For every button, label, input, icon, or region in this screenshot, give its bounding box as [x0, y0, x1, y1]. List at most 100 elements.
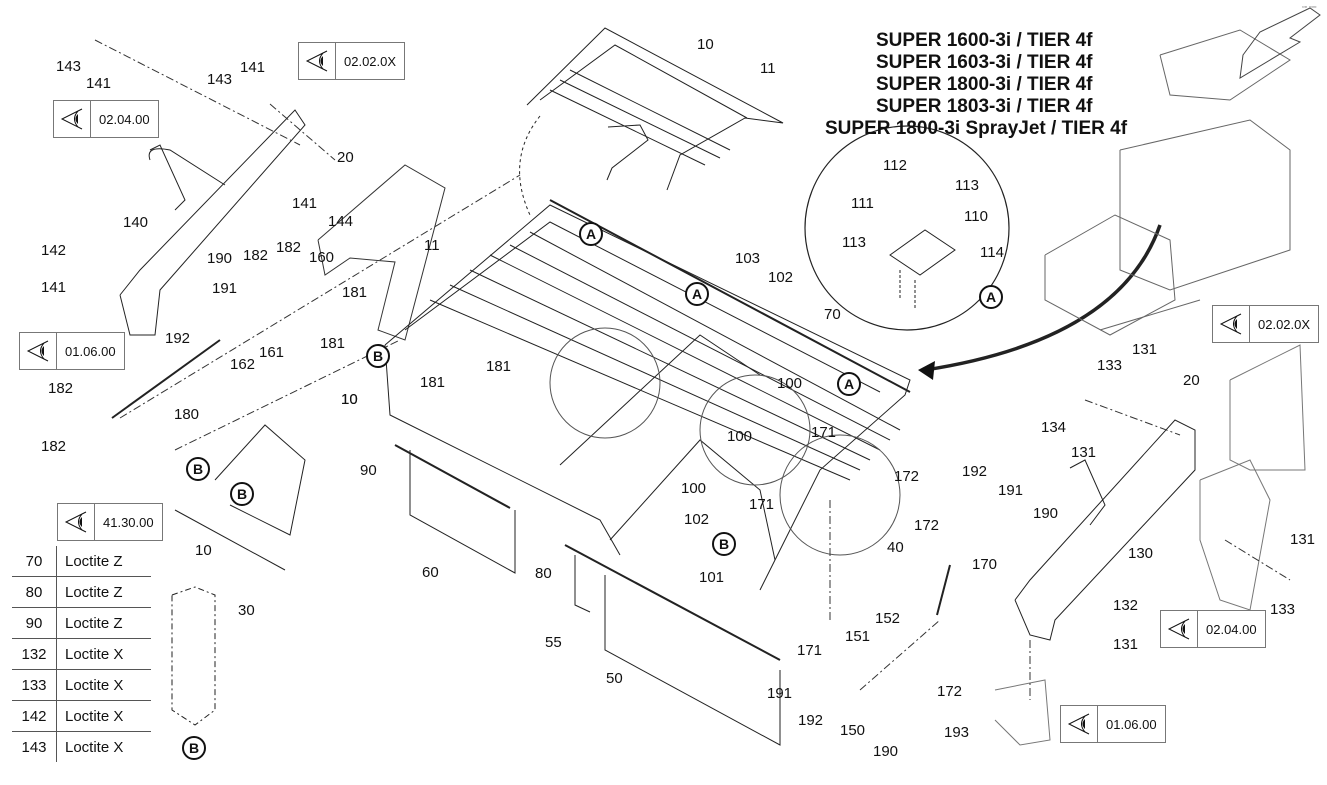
callout-10: 10: [195, 542, 212, 559]
callout-100: 100: [681, 480, 707, 497]
reference-code: 02.02.0X: [1258, 316, 1311, 332]
callout-144: 144: [328, 213, 354, 230]
compound: Loctite X: [56, 669, 151, 701]
callout-103: 103: [735, 250, 761, 267]
callout-160: 160: [309, 249, 335, 266]
callout-171: 171: [749, 496, 775, 513]
callout-110: 110: [964, 208, 988, 225]
callout-181: 181: [342, 284, 368, 301]
reference-box-01-06-00-left[interactable]: 01.06.00: [19, 332, 125, 370]
callout-70: 70: [824, 306, 841, 323]
callout-143: 143: [56, 58, 82, 75]
callout-100: 100: [727, 428, 753, 445]
callout-162: 162: [230, 356, 256, 373]
eye-view-icon: [1213, 306, 1250, 342]
detail-marker-b: B: [366, 344, 390, 368]
eye-view-icon: [1161, 611, 1198, 647]
callout-171: 171: [797, 642, 823, 659]
callout-60: 60: [422, 564, 439, 581]
hopper-main-body: [384, 204, 911, 591]
callout-102: 102: [768, 269, 794, 286]
compound: Loctite X: [65, 738, 124, 756]
reference-box-41-30-00[interactable]: 41.30.00: [57, 503, 163, 541]
reference-box-02-04-00-right[interactable]: 02.04.00: [1160, 610, 1266, 648]
view-direction-arrow: [1239, 7, 1321, 79]
callout-102: 102: [684, 511, 710, 528]
side-frame-140: [119, 109, 306, 336]
part-number: 133: [12, 669, 57, 701]
callout-30: 30: [238, 602, 255, 619]
callout-131: 131: [1071, 444, 1097, 461]
callout-112: 112: [883, 157, 907, 174]
callout-11: 11: [424, 237, 440, 254]
callout-141: 141: [41, 279, 67, 296]
callout-133: 133: [1097, 357, 1123, 374]
model-title-4: SUPER 1803-3i / TIER 4f: [876, 96, 1093, 117]
callout-131: 131: [1132, 341, 1158, 358]
reference-box-02-04-00-left[interactable]: 02.04.00: [53, 100, 159, 138]
detail-marker-a: A: [579, 222, 603, 246]
callout-132: 132: [1113, 597, 1139, 614]
part-number: 70: [12, 546, 57, 577]
callout-182: 182: [41, 438, 67, 455]
eye-view-icon: [1061, 706, 1098, 742]
reference-box-02-02-0x-left[interactable]: 02.02.0X: [298, 42, 406, 80]
callout-161: 161: [259, 344, 285, 361]
callout-140: 140: [123, 214, 149, 231]
compound: Loctite X: [56, 700, 151, 732]
callout-182: 182: [48, 380, 74, 397]
part-number: 132: [12, 638, 57, 670]
roof-panel-upper: [526, 27, 784, 191]
callout-80: 80: [535, 565, 552, 582]
dashed-assembly-arrow: [519, 115, 541, 216]
table-row: 143 Loctite X: [12, 731, 151, 762]
callout-182: 182: [276, 239, 302, 256]
locator-arrow: [924, 224, 1162, 372]
callout-182: 182: [243, 247, 269, 264]
skirt-60: [409, 450, 516, 574]
callout-192: 192: [798, 712, 824, 729]
callout-171: 171: [811, 424, 837, 441]
callout-181: 181: [486, 358, 512, 375]
callout-193: 193: [944, 724, 970, 741]
callout-191: 191: [998, 482, 1024, 499]
detail-marker-b: B: [230, 482, 254, 506]
part-number: 80: [12, 576, 57, 608]
side-frame-130: [1014, 419, 1196, 641]
callout-111: 111: [851, 195, 874, 212]
model-title-3: SUPER 1800-3i / TIER 4f: [876, 74, 1093, 95]
callout-143: 143: [207, 71, 233, 88]
reference-code: 01.06.00: [65, 343, 116, 359]
callout-100: 100: [777, 375, 803, 392]
callout-113: 113: [955, 177, 979, 194]
reference-code: 02.02.0X: [344, 53, 397, 69]
callout-10: 10: [697, 36, 714, 53]
reference-box-01-06-00-right[interactable]: 01.06.00: [1060, 705, 1166, 743]
callout-190: 190: [1033, 505, 1059, 522]
watermark-letter: [317, 164, 446, 341]
callout-20: 20: [337, 149, 354, 166]
callout-55: 55: [545, 634, 562, 651]
eye-view-icon: [54, 101, 91, 137]
page-corner-mark: ▫▫ ▫▫▫: [1302, 4, 1317, 11]
compound: Loctite Z: [56, 576, 151, 608]
reference-code: 02.04.00: [1206, 621, 1257, 637]
callout-192: 192: [962, 463, 988, 480]
reference-code: 02.04.00: [99, 111, 150, 127]
callout-180: 180: [174, 406, 200, 423]
callout-114: 114: [980, 244, 1004, 261]
callout-181: 181: [420, 374, 446, 391]
rail-70: [549, 199, 911, 393]
callout-90: 90: [360, 462, 377, 479]
model-title-2: SUPER 1603-3i / TIER 4f: [876, 52, 1093, 73]
callout-20: 20: [1183, 372, 1200, 389]
callout-172: 172: [914, 517, 940, 534]
callout-181: 181: [320, 335, 346, 352]
detail-marker-b: B: [712, 532, 736, 556]
part-number: 143: [12, 731, 57, 762]
reference-box-02-02-0x-right[interactable]: 02.02.0X: [1212, 305, 1320, 343]
callout-170: 170: [972, 556, 998, 573]
